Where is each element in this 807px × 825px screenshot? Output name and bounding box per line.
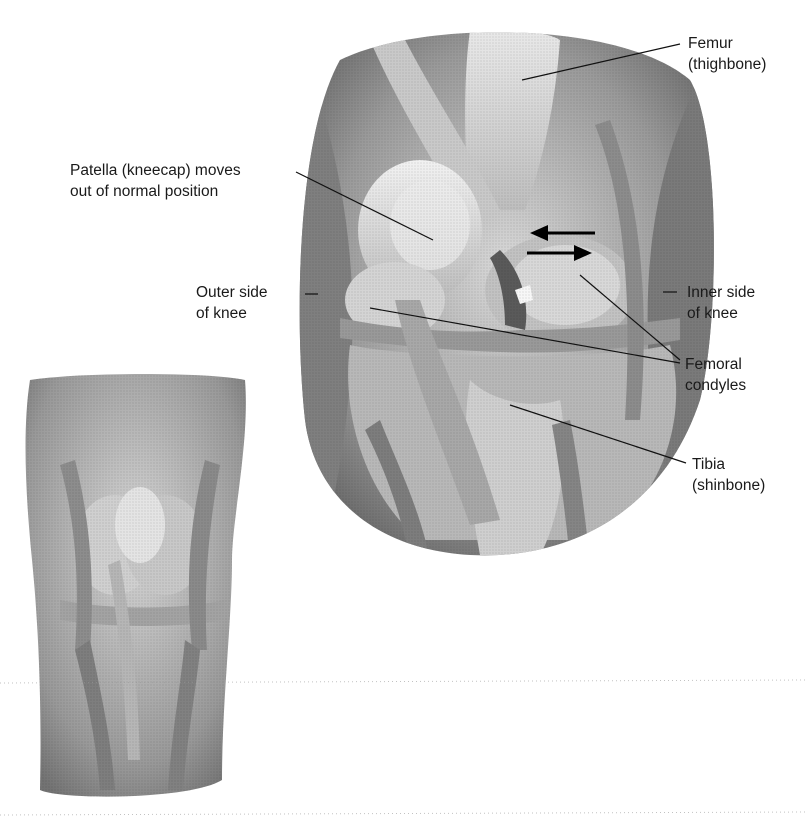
label-outer-side-line1: Outer side	[196, 282, 268, 303]
label-tibia: Tibia (shinbone)	[692, 454, 765, 496]
label-outer-side: Outer side of knee	[196, 282, 268, 324]
label-tibia-line1: Tibia	[692, 454, 765, 475]
label-femoral-condyles-line2: condyles	[685, 375, 746, 396]
label-patella: Patella (kneecap) moves out of normal po…	[70, 160, 241, 202]
label-inner-side-line2: of knee	[687, 303, 755, 324]
label-inner-side: Inner side of knee	[687, 282, 755, 324]
label-patella-line1: Patella (kneecap) moves	[70, 160, 241, 181]
label-femoral-condyles: Femoral condyles	[685, 354, 746, 396]
label-inner-side-line1: Inner side	[687, 282, 755, 303]
label-femoral-condyles-line1: Femoral	[685, 354, 746, 375]
label-femur: Femur (thighbone)	[688, 33, 766, 75]
label-patella-line2: out of normal position	[70, 181, 241, 202]
label-outer-side-line2: of knee	[196, 303, 268, 324]
label-femur-line1: Femur	[688, 33, 766, 54]
knee-overview	[20, 370, 260, 800]
label-tibia-line2: (shinbone)	[692, 475, 765, 496]
label-femur-line2: (thighbone)	[688, 54, 766, 75]
